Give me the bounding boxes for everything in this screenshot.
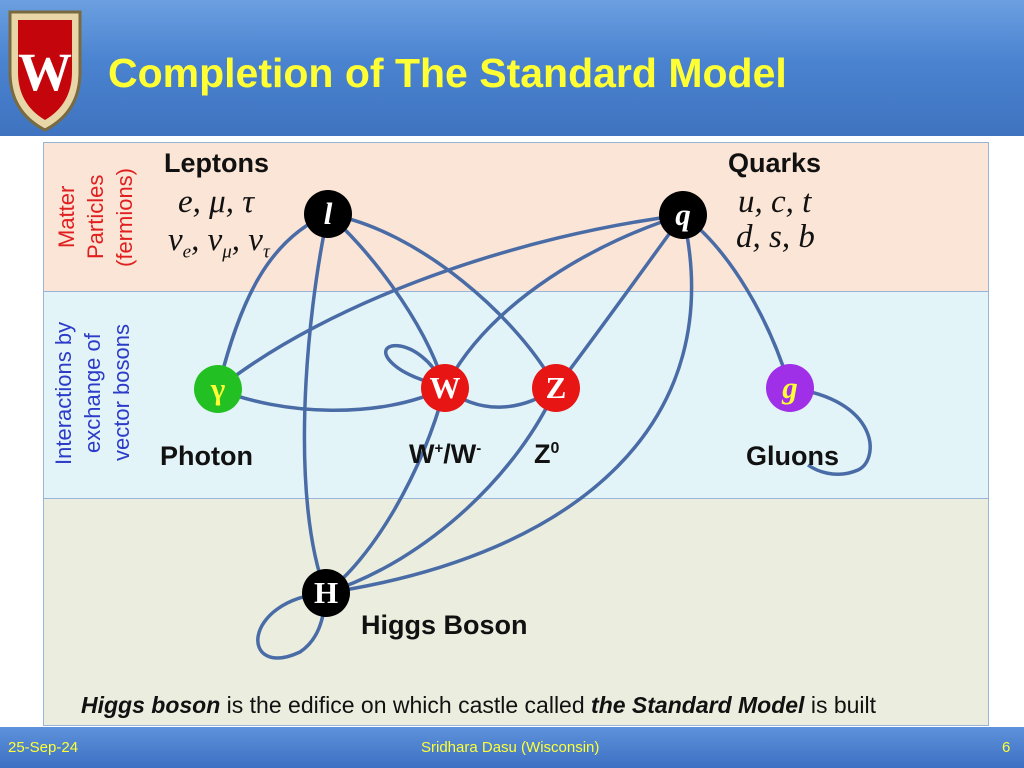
edge-higgs-selfloop [256,591,328,660]
crest-letter: W [18,42,72,102]
edge-photon-w [217,386,446,412]
edge-quark-photon [216,213,684,391]
leptons-heading: Leptons [164,148,269,178]
footer-page-number: 6 [1002,739,1011,756]
uw-crest-logo: W [8,10,82,132]
higgs-label: Higgs Boson [361,610,528,640]
down-type-quarks: d, s, b [736,219,815,255]
slide-title: Completion of The Standard Model [108,50,787,96]
quark-node: q [659,191,707,239]
photon-node: γ [194,365,242,413]
edge-w-higgs [324,387,447,595]
nu-mu: νμ, [207,222,241,263]
quarks-heading: Quarks [728,148,822,178]
edge-quark-higgs [325,214,694,595]
lepton-node: l [304,190,352,238]
nu-tau: ντ [248,222,270,263]
edge-quark-z [554,213,685,390]
nu-e: νe, [168,222,200,263]
up-type-quarks: u, c, t [738,184,812,220]
gluon-node: g [766,364,814,412]
matter-particles-panel [43,142,989,292]
w-boson-label: W+/W- [409,439,482,469]
footer-author: Sridhara Dasu (Wisconsin) [421,739,600,756]
z-boson-label: Z0 [534,439,560,469]
caption: Higgs boson is the edifice on which cast… [81,692,877,718]
photon-label: Photon [160,441,253,471]
edge-quark-w [443,213,684,389]
w-boson-node: W [421,364,469,412]
edge-gluon-selfloop [789,386,872,476]
edge-lepton-z [327,212,558,389]
z-boson-node: Z [532,364,580,412]
footer-bar: 25-Sep-24 Sridhara Dasu (Wisconsin) 6 [0,727,1024,768]
higgs-node: H [302,569,350,617]
edge-lepton-higgs [302,213,330,594]
gluons-label: Gluons [746,441,839,471]
charged-leptons: e, μ, τ [178,184,255,220]
footer-date: 25-Sep-24 [8,739,79,756]
edge-z-higgs [325,387,558,595]
neutrinos: νe, νμ, ντ [168,222,270,264]
title-bar: W Completion of The Standard Model [0,0,1024,136]
